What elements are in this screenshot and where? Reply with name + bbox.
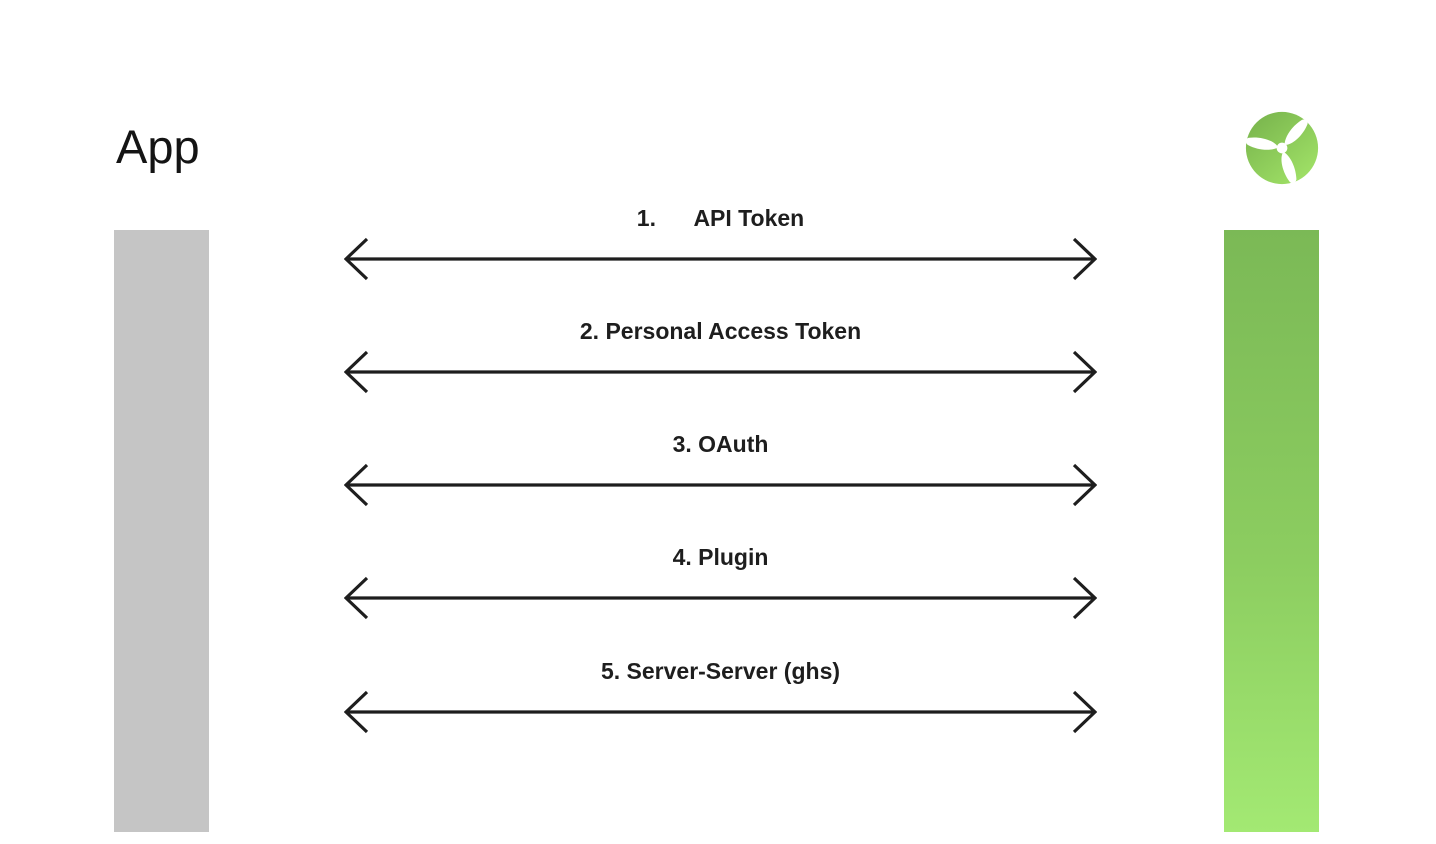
double-arrow-icon: [344, 237, 1097, 281]
connection-row-personal-access-token: 2. Personal Access Token: [344, 318, 1097, 394]
double-arrow-icon: [344, 463, 1097, 507]
app-title: App: [116, 120, 200, 173]
service-lifeline-bar: [1224, 230, 1319, 832]
connection-row-api-token: 1. API Token: [344, 205, 1097, 281]
double-arrow-icon: [344, 350, 1097, 394]
connection-label: 4. Plugin: [672, 544, 769, 570]
connection-label: 2. Personal Access Token: [579, 318, 862, 344]
double-arrow-icon: [344, 576, 1097, 620]
connection-label: 3. OAuth: [672, 431, 769, 457]
connection-row-oauth: 3. OAuth: [344, 431, 1097, 507]
connection-label: 1. API Token: [636, 205, 805, 231]
connection-row-server-server: 5. Server-Server (ghs): [344, 658, 1097, 734]
double-arrow-icon: [344, 690, 1097, 734]
windmill-logo-icon: [1243, 109, 1321, 187]
connection-row-plugin: 4. Plugin: [344, 544, 1097, 620]
app-lifeline-bar: [114, 230, 209, 832]
windmill-propeller-icon: [1245, 111, 1319, 185]
connection-label: 5. Server-Server (ghs): [600, 658, 841, 684]
